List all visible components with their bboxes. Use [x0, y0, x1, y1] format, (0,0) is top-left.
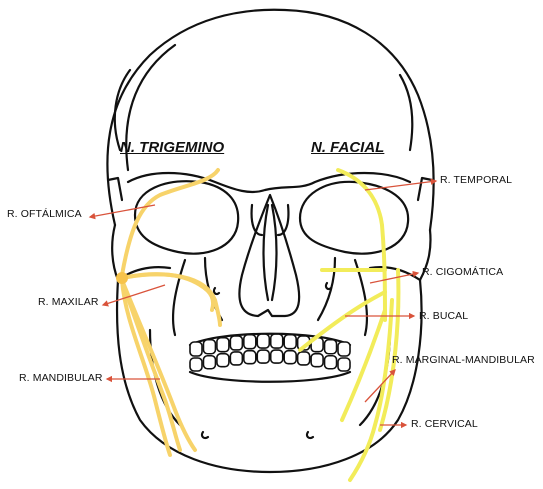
lower-tooth [298, 352, 310, 365]
lower-tooth [217, 354, 229, 367]
upper-tooth [284, 335, 296, 349]
label-cigomatica: R. CIGOMÁTICA [422, 266, 503, 278]
lower-tooth [257, 350, 269, 363]
lower-tooth [190, 358, 202, 371]
teeth [190, 334, 350, 371]
arrow-oftalmica [90, 205, 155, 217]
trigemino-ganglion [116, 272, 128, 284]
upper-tooth [230, 336, 242, 350]
arrow-maxilar [103, 285, 165, 305]
upper-tooth [338, 342, 350, 356]
upper-tooth [257, 334, 269, 348]
label-marginal-mandibular: R. MARGINAL-MANDIBULAR [392, 354, 535, 366]
label-maxilar: R. MAXILAR [38, 296, 99, 308]
upper-tooth [190, 342, 202, 356]
upper-tooth [244, 335, 256, 349]
facial-heading: N. FACIAL [311, 139, 384, 156]
upper-tooth [325, 340, 337, 354]
lower-tooth [271, 350, 283, 363]
upper-tooth [271, 334, 283, 348]
arrow-cigomatica [370, 273, 418, 283]
lower-tooth [230, 352, 242, 365]
label-bucal: R. BUCAL [419, 310, 468, 322]
lower-tooth [338, 358, 350, 371]
lower-tooth [284, 351, 296, 364]
lower-tooth [203, 356, 215, 369]
facial-nerve-paths [300, 170, 398, 480]
label-cervical: R. CERVICAL [411, 418, 478, 430]
lower-tooth [325, 356, 337, 369]
trigemino-heading: N. TRIGEMINO [120, 139, 224, 156]
label-oftalmica: R. OFTÁLMICA [7, 208, 82, 220]
upper-tooth [203, 340, 215, 354]
upper-tooth [217, 338, 229, 352]
lower-tooth [244, 351, 256, 364]
lower-tooth [311, 354, 323, 367]
label-mandibular: R. MANDIBULAR [19, 372, 103, 384]
label-temporal: R. TEMPORAL [440, 174, 512, 186]
